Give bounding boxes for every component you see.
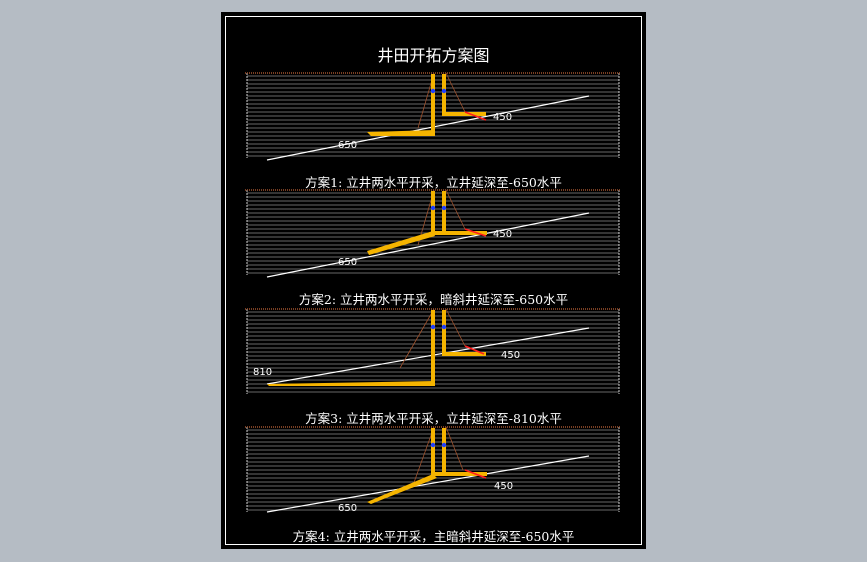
main-shaft: [431, 74, 435, 136]
scheme-2-caption: 方案2: 立井两水平开采，暗斜井延深至-650水平: [298, 292, 569, 307]
main-blind-inclined-shaft: [367, 474, 437, 504]
drawing-frame: [225, 16, 642, 545]
scheme-2-section-drawing: 450 650: [245, 189, 621, 278]
drawing-sheet: 井田开拓方案图 450 650 方案1: 立井两水平开采，立井延深至-650水平: [221, 12, 646, 549]
upper-level-label: 450: [501, 350, 520, 361]
lower-level-label: 650: [338, 140, 357, 151]
lower-level-label: 650: [338, 257, 357, 268]
scheme-panel-1: 450 650 方案1: 立井两水平开采，立井延深至-650水平: [221, 72, 646, 202]
surface-tie-right: [445, 72, 466, 113]
upper-level-label: 450: [494, 481, 513, 492]
ore-vein-line: [266, 95, 590, 161]
surface-tie-left: [411, 426, 435, 489]
surface-tie-left: [399, 308, 435, 369]
shaft-marker-icon: [441, 324, 447, 330]
blind-inclined-shaft: [367, 231, 435, 255]
main-shaft: [431, 310, 435, 386]
scheme-1-caption: 方案1: 立井两水平开采，立井延深至-650水平: [305, 175, 562, 190]
shaft-marker-icon: [430, 88, 436, 94]
ore-vein-line: [266, 327, 590, 385]
main-shaft: [431, 191, 435, 235]
lower-level-label: 650: [338, 503, 357, 514]
scheme-panel-4: 450 650 方案4: 立井两水平开采，主暗斜井延深至-650水平: [221, 426, 646, 556]
auxiliary-shaft: [442, 310, 446, 356]
scheme-panel-2: 450 650 方案2: 立井两水平开采，暗斜井延深至-650水平: [221, 189, 646, 319]
shaft-marker-icon: [441, 88, 447, 94]
auxiliary-shaft: [442, 191, 446, 231]
branch-roadway: [464, 469, 487, 479]
scheme-3-section-drawing: 450 810: [245, 308, 621, 394]
scheme-4-section-drawing: 450 650: [245, 426, 621, 514]
branch-roadway: [464, 111, 487, 121]
diagram-title: 井田开拓方案图: [377, 46, 490, 65]
lower-level-roadway: [367, 130, 435, 136]
scheme-1-section-drawing: 450 650: [245, 72, 621, 161]
ore-vein-line: [266, 212, 590, 278]
main-shaft: [431, 428, 435, 476]
lower-level-roadway: [267, 381, 435, 386]
branch-roadway: [464, 345, 485, 355]
shaft-marker-icon: [430, 324, 436, 330]
scheme-4-caption: 方案4: 立井两水平开采，主暗斜井延深至-650水平: [292, 529, 575, 544]
upper-level-roadway: [442, 112, 486, 116]
shaft-marker-icon: [430, 442, 436, 448]
upper-level-roadway: [431, 472, 487, 476]
branch-roadway: [464, 228, 487, 237]
surface-tie-right: [445, 308, 466, 347]
upper-level-label: 450: [493, 229, 512, 240]
lower-level-label: 810: [253, 367, 272, 378]
upper-level-roadway: [431, 231, 487, 235]
surface-tie-right: [445, 426, 464, 471]
scheme-panel-3: 450 810 方案3: 立井两水平开采，立井延深至-810水平: [221, 308, 646, 438]
upper-level-label: 450: [493, 112, 512, 123]
upper-level-roadway: [442, 352, 486, 356]
scheme-3-caption: 方案3: 立井两水平开采，立井延深至-810水平: [305, 411, 562, 426]
shaft-marker-icon: [441, 205, 447, 211]
shaft-marker-icon: [430, 205, 436, 211]
shaft-marker-icon: [441, 442, 447, 448]
surface-tie-right: [445, 189, 466, 230]
ore-vein-line: [266, 455, 590, 513]
auxiliary-shaft: [442, 428, 446, 474]
